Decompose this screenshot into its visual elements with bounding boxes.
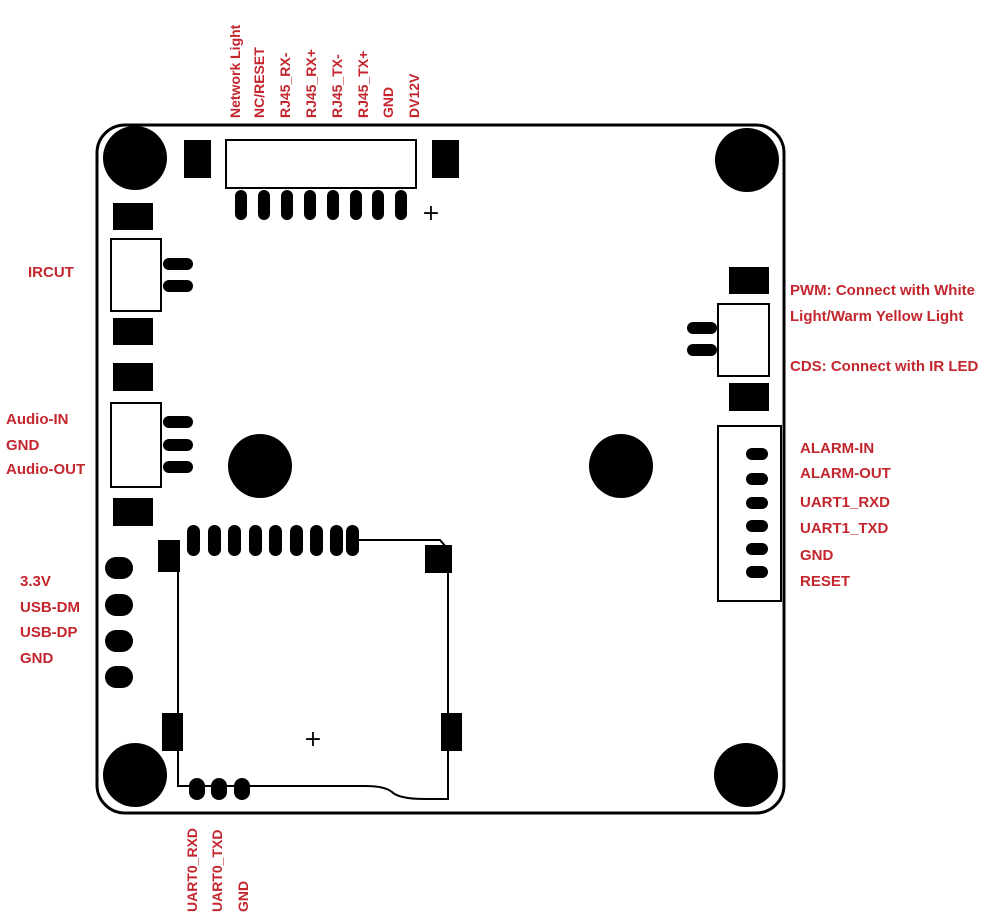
sd-slot-pins bbox=[187, 525, 359, 556]
mounting-hole-top-right bbox=[715, 128, 779, 192]
label-audio-out: Audio-OUT bbox=[6, 461, 86, 478]
pwm-pins bbox=[687, 322, 717, 356]
top-connector-pins bbox=[235, 190, 407, 220]
center-hole-left bbox=[228, 434, 292, 498]
usb-pads bbox=[105, 557, 133, 688]
label-usb-dp: USB-DP bbox=[20, 624, 78, 641]
ircut-pins bbox=[163, 258, 193, 292]
label-pwm-line2: Light/Warm Yellow Light bbox=[790, 308, 964, 325]
label-uart1-txd: UART1_TXD bbox=[800, 520, 889, 537]
label-alarm-gnd: GND bbox=[800, 547, 834, 564]
label-uart0-rxd: UART0_RXD bbox=[184, 827, 200, 912]
sd-slot-pad-top-right bbox=[425, 545, 452, 573]
center-plus-mark: + bbox=[304, 727, 322, 752]
label-alarm-in: ALARM-IN bbox=[800, 440, 875, 457]
label-ircut: IRCUT bbox=[28, 264, 74, 281]
audio-body bbox=[110, 402, 162, 488]
label-usb-gnd: GND bbox=[20, 650, 54, 667]
pwm-pad-bottom bbox=[729, 383, 769, 411]
sd-slot-pad-top-left bbox=[158, 540, 180, 572]
top-label-rj45-tx-minus: RJ45_TX- bbox=[329, 54, 345, 118]
label-pwm-line1: PWM: Connect with White bbox=[790, 282, 975, 299]
sd-slot-pad-bottom-right bbox=[441, 713, 462, 751]
mounting-hole-bottom-left bbox=[103, 743, 167, 807]
center-hole-right bbox=[589, 434, 653, 498]
sd-card-slot bbox=[177, 539, 449, 800]
top-connector-plus-mark: + bbox=[422, 201, 440, 226]
label-uart0-gnd: GND bbox=[235, 880, 251, 912]
top-label-rj45-rx-plus: RJ45_RX+ bbox=[303, 49, 319, 118]
ircut-pad-bottom bbox=[113, 318, 153, 345]
audio-pad-bottom bbox=[113, 498, 153, 526]
audio-pins bbox=[163, 416, 193, 473]
top-label-nc-reset: NC/RESET bbox=[251, 47, 267, 118]
label-alarm-out: ALARM-OUT bbox=[800, 465, 891, 482]
top-label-rj45-rx-minus: RJ45_RX- bbox=[277, 52, 293, 118]
top-label-rj45-tx-plus: RJ45_TX+ bbox=[355, 50, 371, 118]
mounting-hole-top-left bbox=[103, 126, 167, 190]
uart0-pads bbox=[189, 778, 250, 800]
alarm-connector-pins bbox=[746, 448, 768, 578]
pwm-body bbox=[717, 303, 770, 377]
label-usb-dm: USB-DM bbox=[20, 599, 80, 616]
top-connector-pad-left bbox=[184, 140, 211, 178]
ircut-pad-top bbox=[113, 203, 153, 230]
label-uart1-rxd: UART1_RXD bbox=[800, 494, 891, 511]
top-label-network-light: Network Light bbox=[227, 24, 243, 118]
top-label-dv12v: DV12V bbox=[406, 73, 422, 118]
top-connector-pad-right bbox=[432, 140, 459, 178]
ircut-body bbox=[110, 238, 162, 312]
mounting-hole-bottom-right bbox=[714, 743, 778, 807]
label-reset: RESET bbox=[800, 573, 851, 590]
audio-pad-top bbox=[113, 363, 153, 391]
sd-slot-pad-bottom-left bbox=[162, 713, 183, 751]
label-uart0-txd: UART0_TXD bbox=[209, 829, 225, 912]
pwm-pad-top bbox=[729, 267, 769, 294]
label-cds: CDS: Connect with IR LED bbox=[790, 358, 979, 375]
label-audio-gnd: GND bbox=[6, 437, 40, 454]
top-label-gnd: GND bbox=[380, 86, 396, 118]
label-usb-3v3: 3.3V bbox=[20, 573, 51, 590]
top-connector-body bbox=[225, 139, 417, 189]
alarm-connector-body bbox=[717, 425, 782, 602]
label-audio-in: Audio-IN bbox=[6, 411, 69, 428]
board-outline bbox=[95, 123, 786, 815]
